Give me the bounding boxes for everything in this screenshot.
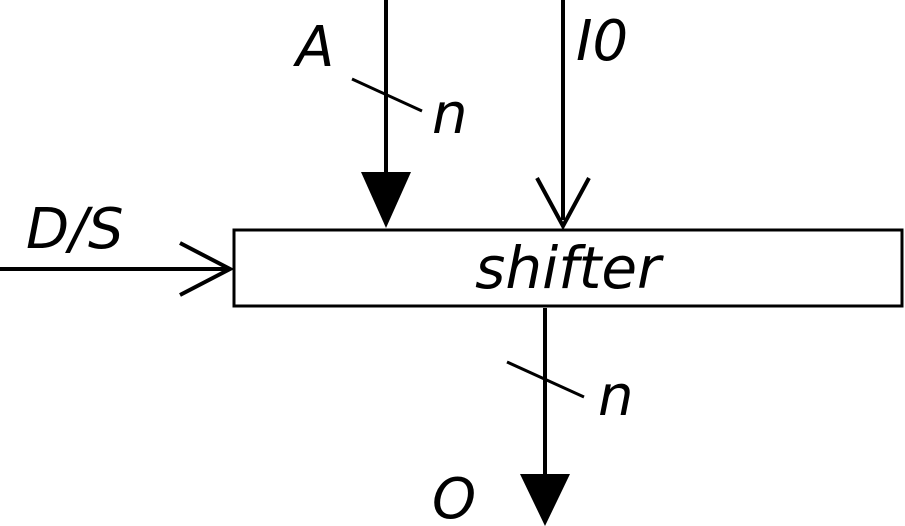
input-a-bus-slash [351,77,423,113]
output-arrowhead [520,474,570,526]
input-ds-label: D/S [26,197,124,262]
input-a-label: A [293,15,334,80]
input-io-label: I0 [576,9,628,74]
input-a-arrowhead [361,172,411,228]
shifter-label: shifter [475,234,664,302]
output-bus-slash [506,360,585,399]
output-label: O [432,467,476,526]
input-ds-arrowhead [179,241,235,297]
input-a-width-label: n [432,82,468,147]
output-width-label: n [598,364,634,429]
input-io-arrowhead [535,177,591,231]
shifter-block [232,228,904,308]
